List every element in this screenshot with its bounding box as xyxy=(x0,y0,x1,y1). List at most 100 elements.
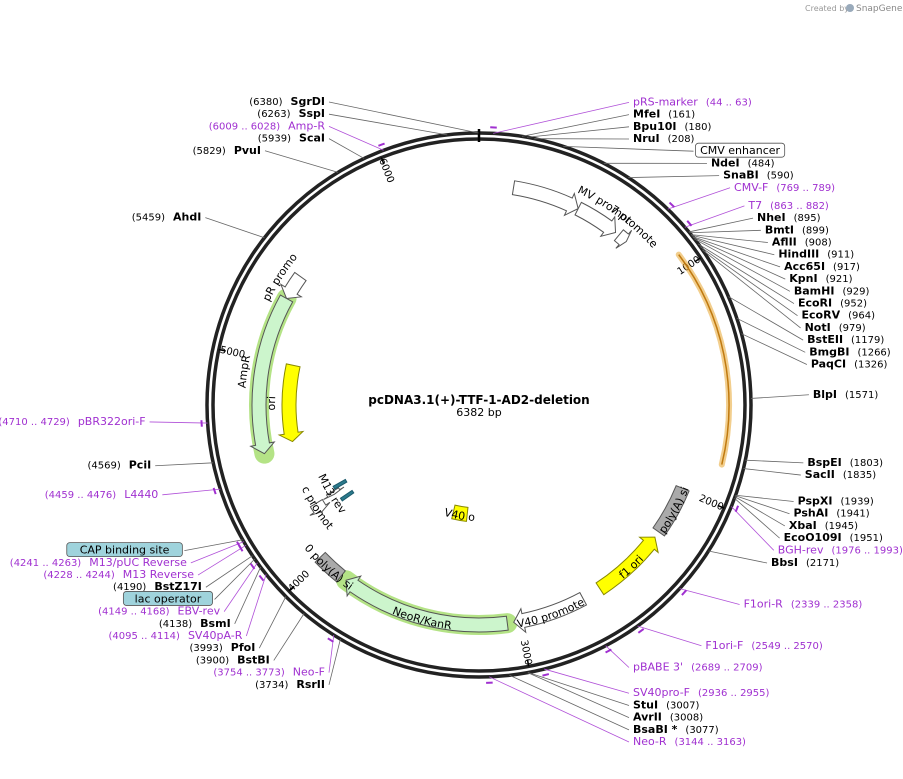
primer-pbr322ori-f[interactable]: (4710 .. 4729)pBR322ori-F xyxy=(0,415,208,428)
feature-cmv-promoter[interactable] xyxy=(574,201,617,238)
site-ndei[interactable]: NdeI(484) xyxy=(603,156,775,169)
site-label-bpu10i: Bpu10I(180) xyxy=(633,120,711,133)
feature-m13-rev[interactable] xyxy=(323,486,345,500)
site-leader-xbai xyxy=(734,496,786,527)
site-pcii[interactable]: (4569)PciI xyxy=(87,459,214,472)
site-sspi[interactable]: (6263)SspI xyxy=(257,107,448,136)
site-ecorv[interactable]: EcoRV(964) xyxy=(699,246,875,322)
site-bsteii[interactable]: BstEII(1179) xyxy=(728,296,884,347)
primer-cmv-f[interactable]: CMV-F(769 .. 789) xyxy=(667,181,835,210)
site-pfoi[interactable]: (3993)PfoI xyxy=(190,596,287,655)
primer-neo-f[interactable]: (3754 .. 3773)Neo-F xyxy=(213,634,335,679)
site-acc65i[interactable]: Acc65I(917) xyxy=(692,236,861,273)
primer-pbabe-3[interactable]: pBABE 3'(2689 .. 2709) xyxy=(605,645,763,674)
primer-f1ori-f[interactable]: F1ori-F(2549 .. 2570) xyxy=(637,625,823,652)
box-lac-operator[interactable]: lac operator xyxy=(122,558,256,606)
site-leader-bsmi xyxy=(234,566,261,624)
site-sgrdi[interactable]: (6380)SgrDI xyxy=(249,95,479,134)
site-nrui[interactable]: NruI(208) xyxy=(534,132,695,145)
site-leader-ahdi xyxy=(205,217,265,239)
site-bsabi[interactable]: BsaBI *(3077) xyxy=(509,674,719,736)
site-label-scai: (5939)ScaI xyxy=(258,132,325,145)
site-bspei[interactable]: BspEI(1803) xyxy=(745,456,883,469)
site-snabi[interactable]: SnaBI(590) xyxy=(628,169,794,182)
feature-sv40-poly-a-signal[interactable] xyxy=(314,551,347,583)
feature-t7-promoter[interactable] xyxy=(613,229,633,249)
feature-f1-ori[interactable] xyxy=(595,536,659,596)
site-sacii[interactable]: SacII(1835) xyxy=(743,468,876,481)
primer-m13-puc-reverse[interactable]: (4241 .. 4263)M13/pUC Reverse xyxy=(10,541,244,569)
primer-t7[interactable]: T7(863 .. 882) xyxy=(684,199,829,228)
site-bbsi[interactable]: BbsI(2171) xyxy=(708,550,839,569)
site-paqci[interactable]: PaqCI(1326) xyxy=(741,333,887,371)
site-bamhi[interactable]: BamHI(929) xyxy=(694,238,870,297)
site-mfei[interactable]: MfeI(161) xyxy=(521,108,695,137)
feature-lac-promoter[interactable] xyxy=(309,498,331,516)
feature-bgh-poly-a-signal[interactable] xyxy=(652,485,690,537)
site-noti[interactable]: NotI(979) xyxy=(702,249,866,334)
site-hindiii[interactable]: HindIII(911) xyxy=(691,234,855,261)
feature-neor-kanr[interactable] xyxy=(345,575,509,633)
primer-neo-r[interactable]: Neo-R(3144 .. 3163) xyxy=(486,676,746,748)
site-xbai[interactable]: XbaI(1945) xyxy=(734,496,858,532)
feature-sv40-promoter[interactable] xyxy=(513,591,588,634)
primer-prs-marker[interactable]: pRS-marker(44 .. 63) xyxy=(490,95,752,134)
site-label-snabi: SnaBI(590) xyxy=(723,169,794,182)
primer-l4440[interactable]: (4459 .. 4476)L4440 xyxy=(45,487,221,501)
site-nhei[interactable]: NheI(895) xyxy=(688,211,821,233)
box-cap-binding-site[interactable]: CAP binding site xyxy=(66,539,243,558)
site-ecoo109i[interactable]: EcoO109I(1951) xyxy=(734,497,883,544)
site-bmgbi[interactable]: BmgBI(1266) xyxy=(736,317,891,358)
primer-sv40pa-r[interactable]: (4095 .. 4114)SV40pA-R xyxy=(109,574,267,642)
box-cmv-enhancer[interactable]: CMV enhancer xyxy=(563,142,786,158)
site-bstz17i[interactable]: (4190)BstZ17I xyxy=(113,555,253,594)
primer-mark-sv40pro-f xyxy=(542,673,550,677)
site-stui[interactable]: StuI(3007) xyxy=(527,672,699,712)
primer-mark-m13-reverse xyxy=(238,545,244,552)
site-leader-bbsi xyxy=(708,550,768,564)
site-avrii[interactable]: AvrII(3008) xyxy=(527,672,704,724)
primer-sv40pro-f[interactable]: SV40pro-F(2936 .. 2955) xyxy=(542,668,770,699)
site-scai[interactable]: (5939)ScaI xyxy=(258,132,365,159)
site-bsmi[interactable]: (4138)BsmI xyxy=(159,566,261,630)
site-aflii[interactable]: AflII(908) xyxy=(690,234,832,249)
feature-ampr-promoter[interactable] xyxy=(279,271,307,299)
primer-f1ori-r[interactable]: F1ori-R(2339 .. 2358) xyxy=(679,588,863,611)
site-bpu10i[interactable]: Bpu10I(180) xyxy=(526,120,712,138)
site-bmti[interactable]: BmtI(899) xyxy=(689,223,830,236)
primer-label-neo-f: (3754 .. 3773)Neo-F xyxy=(213,666,325,679)
site-blpi[interactable]: BlpI(1571) xyxy=(750,388,878,401)
primer-leader-t7 xyxy=(684,205,745,228)
site-pspxi[interactable]: PspXI(1939) xyxy=(735,495,874,508)
site-leader-bstbi xyxy=(273,613,305,661)
site-kpni[interactable]: KpnI(921) xyxy=(693,236,853,285)
site-label-stui: StuI(3007) xyxy=(633,698,699,711)
feature-cmv-enhancer[interactable] xyxy=(511,180,579,217)
tick-label-5000: 5000 xyxy=(219,345,246,361)
feature-sv40-ori[interactable] xyxy=(451,504,469,522)
site-ahdi[interactable]: (5459)AhdI xyxy=(132,211,265,239)
site-pvui[interactable]: (5829)PvuI xyxy=(193,144,339,173)
site-ecori[interactable]: EcoRI(952) xyxy=(698,243,867,310)
site-leader-nhei xyxy=(688,217,754,233)
feature-ampr[interactable] xyxy=(249,294,294,455)
primer-leader-bgh-rev xyxy=(731,506,775,551)
feature-cap-binding-site[interactable] xyxy=(332,478,348,490)
primer-label-t7: T7(863 .. 882) xyxy=(747,199,829,212)
site-pshai[interactable]: PshAI(1941) xyxy=(735,495,870,520)
site-leader-sacii xyxy=(743,468,801,476)
primer-leader-m13-reverse xyxy=(197,544,247,576)
box-leader-cmv-enhancer xyxy=(563,145,694,152)
primer-amp-r[interactable]: (6009 .. 6028)Amp-R xyxy=(209,119,385,151)
primer-ebv-rev[interactable]: (4149 .. 4168)EBV-rev xyxy=(98,562,258,618)
primer-bgh-rev[interactable]: BGH-rev(1976 .. 1993) xyxy=(731,505,903,557)
feature-ori[interactable] xyxy=(277,363,305,443)
site-bstbi[interactable]: (3900)BstBI xyxy=(196,613,305,666)
site-label-aflii: AflII(908) xyxy=(772,236,832,249)
box-frame-cap-binding-site xyxy=(66,542,183,558)
feature-label-ori: ori xyxy=(265,396,278,411)
tick-label-3000: 3000 xyxy=(518,639,534,666)
site-rsrii[interactable]: (3734)RsrII xyxy=(255,638,341,691)
feature-lac-operator[interactable] xyxy=(339,489,355,502)
primer-m13-reverse[interactable]: (4228 .. 4244)M13 Reverse xyxy=(43,544,247,581)
